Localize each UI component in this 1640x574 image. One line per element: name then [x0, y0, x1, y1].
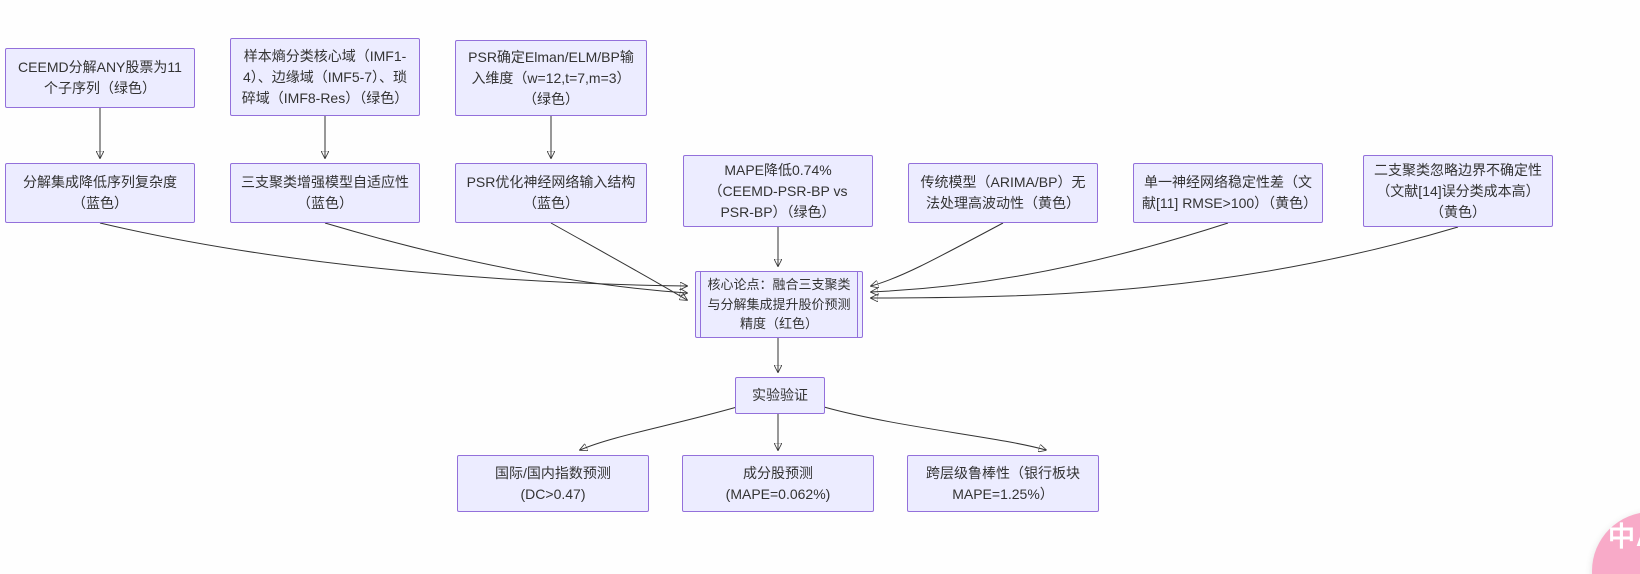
node-label: 二支聚类忽略边界不确定性（文献[14]误分类成本高）（黄色）	[1374, 161, 1542, 220]
node-two-way-clustering-limits: 二支聚类忽略边界不确定性（文献[14]误分类成本高）（黄色）	[1363, 155, 1553, 227]
node-component-stock-prediction: 成分股预测 (MAPE=0.062%)	[682, 455, 874, 512]
node-index-prediction: 国际/国内指数预测 (DC>0.47)	[457, 455, 649, 512]
edge-twoway-core	[871, 226, 1459, 298]
translate-plugin-button[interactable]: 中A	[1592, 512, 1640, 574]
node-label: MAPE降低0.74%（CEEMD-PSR-BP vs PSR-BP）（绿色）	[708, 161, 848, 220]
edge-exp-index	[580, 406, 738, 450]
node-label: 核心论点：融合三支聚类与分解集成提升股价预测精度（红色）	[707, 277, 851, 332]
node-label: 成分股预测 (MAPE=0.062%)	[725, 464, 831, 502]
edge-threeway-core	[324, 222, 687, 293]
node-label: 传统模型（ARIMA/BP）无法处理高波动性（黄色）	[920, 174, 1086, 211]
node-ceemd-decomposition: CEEMD分解ANY股票为11个子序列（绿色）	[5, 48, 195, 108]
node-label: 国际/国内指数预测 (DC>0.47)	[495, 464, 611, 502]
edge-singlenn-core	[871, 222, 1229, 292]
node-traditional-models: 传统模型（ARIMA/BP）无法处理高波动性（黄色）	[908, 163, 1098, 223]
node-psr-optimization: PSR优化神经网络输入结构（蓝色）	[455, 163, 647, 223]
edge-trad-core	[871, 222, 1004, 286]
node-label: 三支聚类增强模型自适应性（蓝色）	[241, 174, 409, 211]
edge-psropt-core	[550, 222, 687, 300]
node-single-nn-instability: 单一神经网络稳定性差（文献[11] RMSE>100）（黄色）	[1133, 163, 1323, 223]
node-cross-level-robustness: 跨层级鲁棒性（银行板块 MAPE=1.25%）	[907, 455, 1099, 512]
node-label: 跨层级鲁棒性（银行板块 MAPE=1.25%）	[926, 464, 1080, 502]
node-label: 单一神经网络稳定性差（文献[11] RMSE>100）（黄色）	[1142, 174, 1318, 211]
node-three-way-clustering: 三支聚类增强模型自适应性（蓝色）	[230, 163, 420, 223]
translate-icon: 中A	[1608, 522, 1640, 552]
edge-decomp-core	[99, 222, 687, 286]
node-decomposition-ensemble: 分解集成降低序列复杂度（蓝色）	[5, 163, 195, 223]
node-label: 样本熵分类核心域（IMF1-4）、边缘域（IMF5-7）、琐碎域（IMF8-Re…	[241, 47, 409, 106]
node-sample-entropy: 样本熵分类核心域（IMF1-4）、边缘域（IMF5-7）、琐碎域（IMF8-Re…	[230, 38, 420, 116]
node-experiment-validation: 实验验证	[735, 377, 825, 414]
node-core-thesis: 核心论点：融合三支聚类与分解集成提升股价预测精度（红色）	[695, 271, 863, 338]
node-label: 实验验证	[752, 387, 808, 403]
node-label: 分解集成降低序列复杂度（蓝色）	[23, 174, 177, 211]
edge-exp-robust	[823, 406, 1046, 450]
node-label: PSR优化神经网络输入结构（蓝色）	[466, 174, 636, 211]
node-psr-input-dimensions: PSR确定Elman/ELM/BP输入维度（w=12,t=7,m=3）（绿色）	[455, 40, 647, 116]
node-label: CEEMD分解ANY股票为11个子序列（绿色）	[18, 59, 182, 96]
node-mape-reduction: MAPE降低0.74%（CEEMD-PSR-BP vs PSR-BP）（绿色）	[683, 155, 873, 227]
node-label: PSR确定Elman/ELM/BP输入维度（w=12,t=7,m=3）（绿色）	[468, 48, 634, 107]
